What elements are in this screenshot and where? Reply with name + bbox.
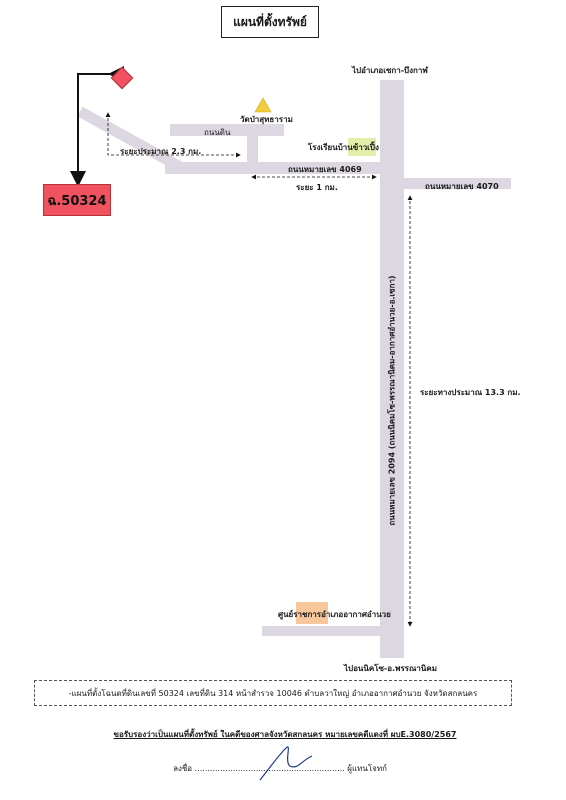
parcel-ref-text: ฉ.50324	[47, 193, 107, 209]
label-school: โรงเรียนบ้านข้าวเปิ้ง	[308, 143, 379, 152]
signature-mark	[259, 746, 313, 781]
label-to-south: ไปอนนิคโซ-อ.พรรณานิคม	[344, 664, 437, 673]
label-dirt-road: ถนนดิน	[204, 128, 231, 137]
sign-label: ลงชื่อ	[173, 764, 193, 773]
sign-role: ผู้แทนโจทก์	[347, 764, 387, 773]
map-title-text: แผนที่ตั้งทรัพย์	[233, 14, 307, 29]
label-road-2094: ถนนหมายเลข 2094 (ถนนนิคมโซ-พรรณานิคม-อาก…	[387, 275, 397, 526]
label-district-center: ศูนย์ราชการอำเภออากาศอำนวย	[278, 610, 391, 619]
ref-pointer-line	[70, 66, 124, 187]
dist-2-3-line	[105, 112, 241, 158]
label-to-north: ไปอำเภอเซกา-บึงกาฬ	[352, 66, 428, 75]
district-marker-icon	[296, 602, 328, 624]
school-marker-icon	[348, 138, 376, 156]
parcel-ref-badge: ฉ.50324	[43, 184, 111, 216]
sign-dots: ........................................…	[194, 764, 345, 773]
label-road-4069: ถนนหมายเลข 4069	[288, 165, 362, 174]
label-road-4070: ถนนหมายเลข 4070	[425, 182, 499, 191]
map-title: แผนที่ตั้งทรัพย์	[221, 6, 319, 38]
dirt-road-connector	[247, 134, 258, 164]
certification-text: ขอรับรองว่าเป็นแผนที่ตั้งทรัพย์ ในคดีของ…	[113, 730, 457, 739]
label-dist-1: ระยะ 1 กม.	[296, 183, 338, 192]
certification-line: ขอรับรองว่าเป็นแผนที่ตั้งทรัพย์ ในคดีของ…	[40, 728, 530, 741]
parcel-note-text: -แผนที่ตั้งโฉนดที่ดินเลขที่ 50324 เลขที่…	[68, 688, 478, 698]
district-access-road	[262, 626, 380, 636]
road-4070	[404, 178, 511, 189]
parcel-note-box: -แผนที่ตั้งโฉนดที่ดินเลขที่ 50324 เลขที่…	[34, 680, 512, 706]
label-temple: วัดป่าสุทธาราม	[240, 115, 293, 124]
label-dist-2-3: ระยะประมาณ 2.3 กม.	[120, 147, 202, 156]
highway-2094	[380, 80, 404, 658]
temple-icon	[254, 97, 272, 113]
label-dist-13-3: ระยะทางประมาณ 13.3 กม.	[420, 388, 521, 397]
signature-line: ลงชื่อ .................................…	[130, 762, 430, 775]
road-4069	[165, 162, 380, 174]
